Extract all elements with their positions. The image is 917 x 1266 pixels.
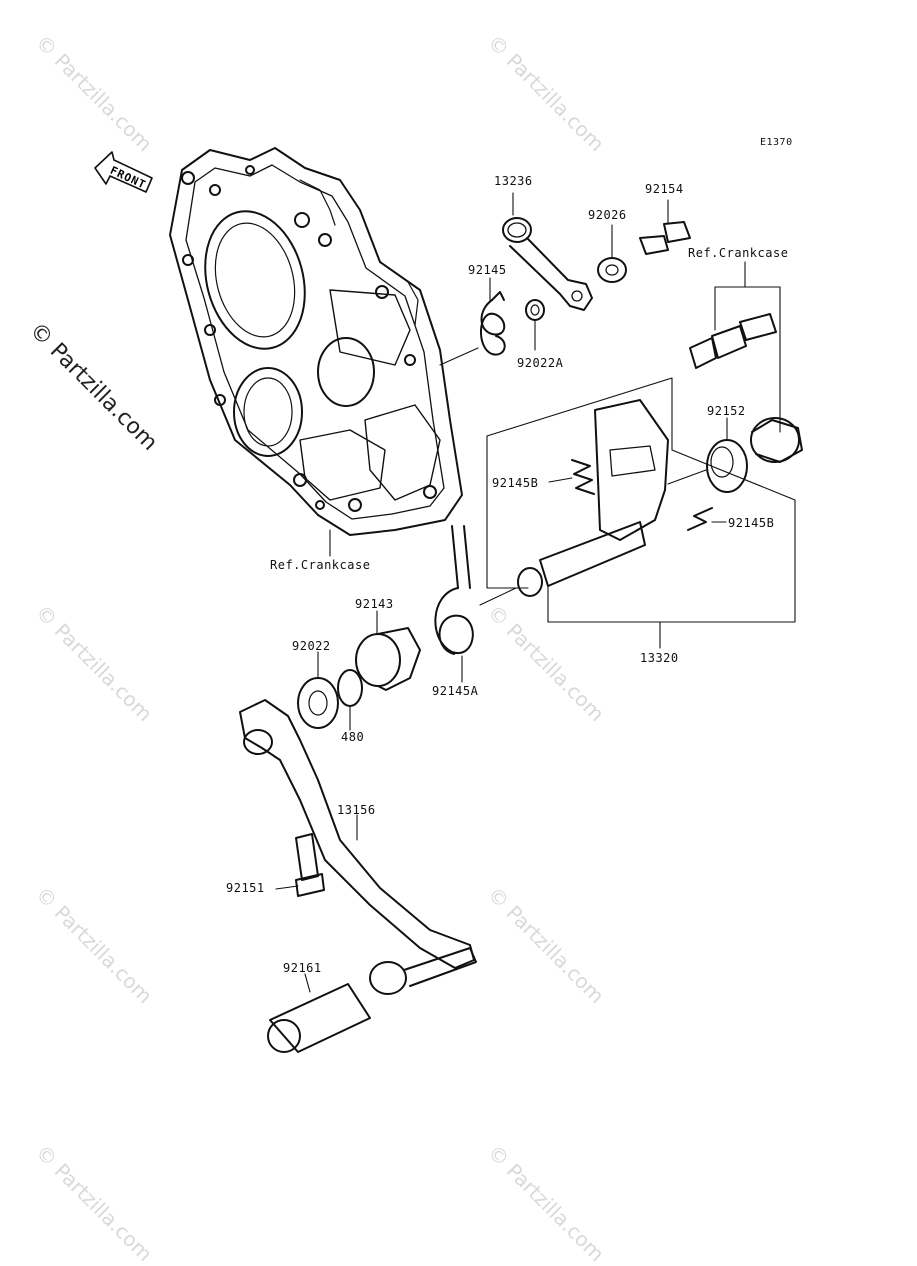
label-92145a: 92145A	[432, 684, 479, 698]
label-92145b-left: 92145B	[492, 476, 539, 490]
label-13320: 13320	[640, 651, 679, 665]
part-92022-washer	[297, 677, 339, 729]
label-92152: 92152	[707, 404, 746, 418]
part-92143-collar	[355, 627, 421, 691]
label-92151: 92151	[226, 881, 265, 895]
ref-crankcase-stud	[689, 313, 777, 369]
part-92145a-spring	[434, 525, 474, 655]
part-92161-footpeg	[267, 947, 477, 1053]
part-92154-bolt	[639, 221, 691, 255]
part-92145-spring	[479, 291, 506, 356]
part-13156-shift-lever	[239, 699, 475, 969]
part-92152-bushing	[706, 439, 748, 493]
part-92026-washer	[597, 257, 627, 283]
exploded-view-drawing	[94, 147, 803, 1053]
leader-lines	[275, 192, 796, 993]
part-92151-bolt	[295, 833, 325, 897]
label-92161: 92161	[283, 961, 322, 975]
part-13236-arm	[502, 217, 593, 311]
parts-diagram: © Partzilla.com © Partzilla.com © Partzi…	[24, 30, 803, 1266]
needle-bearing	[750, 417, 803, 463]
front-arrow	[94, 151, 153, 193]
label-92022: 92022	[292, 639, 331, 653]
label-13156: 13156	[337, 803, 376, 817]
label-ref-crankcase-top: Ref.Crankcase	[688, 246, 789, 260]
label-92143: 92143	[355, 597, 394, 611]
label-92022a: 92022A	[517, 356, 564, 370]
label-13236: 13236	[494, 174, 533, 188]
label-480: 480	[341, 730, 365, 744]
label-ref-crankcase-bottom: Ref.Crankcase	[270, 558, 371, 572]
label-92026: 92026	[588, 208, 627, 222]
part-92022a-washer	[525, 299, 545, 321]
diagram-code: E1370	[760, 137, 793, 148]
part-13320-shift-shaft	[517, 399, 669, 597]
front-label: FRONT	[108, 163, 149, 192]
part-92145b-spring-left	[571, 459, 595, 495]
label-92154: 92154	[645, 182, 684, 196]
part-480-circlip	[337, 669, 363, 707]
label-92145b-right: 92145B	[728, 516, 775, 530]
part-92145b-spring-right	[687, 507, 713, 531]
label-92145: 92145	[468, 263, 507, 277]
crankcase-cover	[169, 147, 463, 536]
